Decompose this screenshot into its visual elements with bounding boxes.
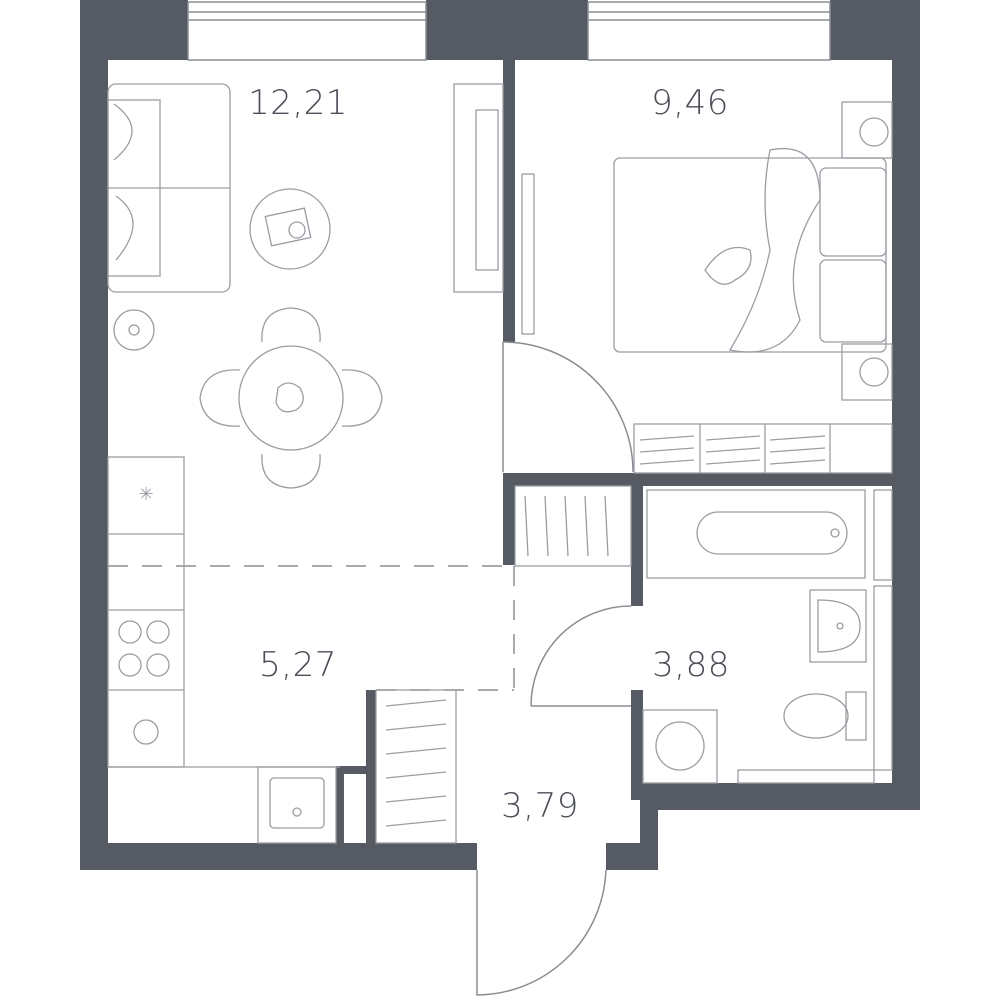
tv-unit [453, 83, 504, 293]
coffee-table [249, 188, 331, 270]
bedroom-wardrobe [633, 423, 893, 474]
windows [187, 1, 831, 61]
sofa [107, 83, 231, 293]
kitchen-sink-unit [257, 766, 337, 844]
kitchen-area: 5,27 [259, 645, 337, 685]
nightstand-bottom [841, 343, 893, 401]
furniture: ✳ [107, 83, 893, 844]
hallway-wardrobe-lower [375, 689, 457, 844]
dining-table [238, 345, 344, 451]
nightstand-top [841, 101, 893, 159]
living-room-area: 12,21 [248, 83, 348, 123]
washbasin [809, 589, 867, 663]
svg-text:✳: ✳ [138, 484, 153, 505]
bed [613, 148, 887, 353]
floor-lamp [113, 309, 155, 351]
doors [476, 341, 634, 996]
bathroom-area: 3,88 [652, 645, 730, 685]
toilet [783, 691, 867, 741]
bedroom-area: 9,46 [651, 83, 729, 123]
washing-machine [642, 709, 718, 784]
hallway-area: 3,79 [501, 786, 579, 826]
walls [80, 0, 920, 870]
hallway-wardrobe-upper [514, 485, 632, 567]
cooktop [118, 620, 170, 677]
bathtub [646, 489, 866, 579]
